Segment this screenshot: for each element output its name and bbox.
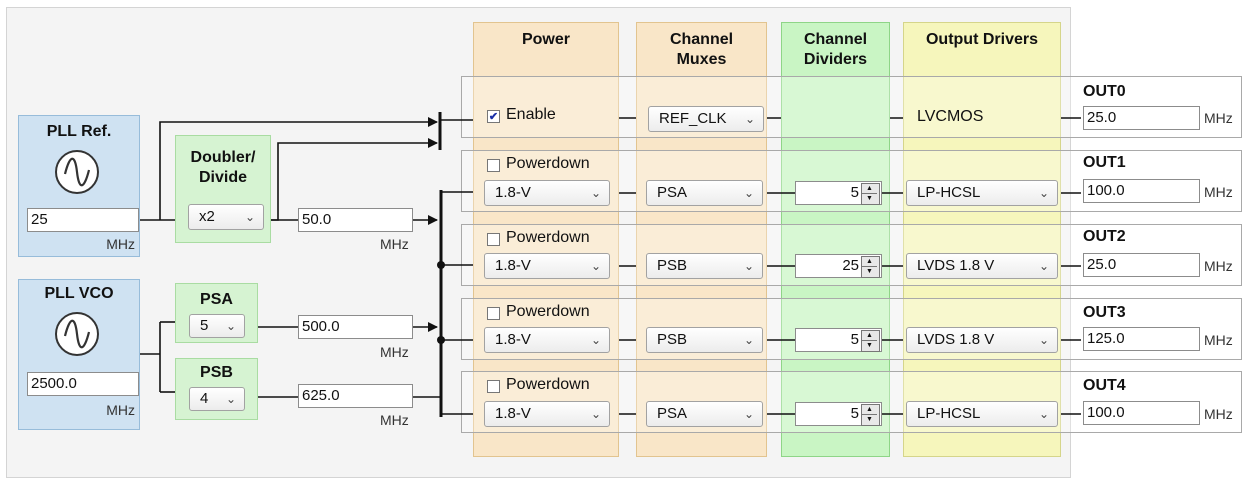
out1-mux-select[interactable]: PSA⌄ — [646, 180, 763, 206]
out4-unit: MHz — [1204, 406, 1233, 422]
spinner-arrows-icon[interactable]: ▲▼ — [861, 183, 880, 205]
out1-label: OUT1 — [1083, 154, 1126, 171]
out2-powerdown-checkbox[interactable] — [487, 233, 500, 246]
out2-power-select[interactable]: 1.8-V⌄ — [484, 253, 610, 279]
chevron-down-icon: ⌄ — [225, 392, 236, 406]
chevron-down-icon: ⌄ — [590, 259, 601, 273]
out2-powerdown-label: Powerdown — [506, 229, 590, 246]
out4-power-select[interactable]: 1.8-V⌄ — [484, 401, 610, 427]
out1-powerdown-label: Powerdown — [506, 155, 590, 172]
chevron-down-icon: ⌄ — [1038, 407, 1049, 421]
out0-frequency-input[interactable]: 25.0 — [1083, 106, 1200, 130]
psa-block: PSA 5⌄ — [175, 283, 258, 343]
out3-unit: MHz — [1204, 332, 1233, 348]
out3-label: OUT3 — [1083, 304, 1126, 321]
out0-enable-label: Enable — [506, 106, 556, 123]
out1-divider-spinner[interactable]: 5 ▲▼ — [795, 181, 882, 205]
doubler-output-unit: MHz — [380, 236, 409, 252]
pll-vco-title: PLL VCO — [44, 285, 114, 302]
out2-driver-select[interactable]: LVDS 1.8 V⌄ — [906, 253, 1058, 279]
pll-vco-unit: MHz — [106, 402, 135, 418]
out3-driver-select[interactable]: LVDS 1.8 V⌄ — [906, 327, 1058, 353]
sine-wave-icon — [55, 312, 99, 356]
psa-select[interactable]: 5⌄ — [189, 314, 245, 338]
chevron-down-icon: ⌄ — [244, 210, 255, 224]
out4-frequency-input[interactable]: 100.0 — [1083, 401, 1200, 425]
out3-mux-select[interactable]: PSB⌄ — [646, 327, 763, 353]
out3-frequency-input[interactable]: 125.0 — [1083, 327, 1200, 351]
out3-divider-spinner[interactable]: 5 ▲▼ — [795, 328, 882, 352]
psb-title: PSB — [200, 364, 233, 381]
sine-wave-icon — [55, 150, 99, 194]
pll-ref-unit: MHz — [106, 236, 135, 252]
spinner-arrows-icon[interactable]: ▲▼ — [861, 256, 880, 278]
psa-title: PSA — [200, 291, 233, 308]
out1-power-select[interactable]: 1.8-V⌄ — [484, 180, 610, 206]
out0-unit: MHz — [1204, 110, 1233, 126]
psb-output-unit: MHz — [380, 412, 409, 428]
chevron-down-icon: ⌄ — [1038, 333, 1049, 347]
out4-powerdown-label: Powerdown — [506, 376, 590, 393]
out0-label: OUT0 — [1083, 83, 1126, 100]
pll-vco-frequency-input[interactable]: 2500.0 — [27, 372, 139, 396]
chevron-down-icon: ⌄ — [590, 333, 601, 347]
out4-powerdown-checkbox[interactable] — [487, 380, 500, 393]
out1-unit: MHz — [1204, 184, 1233, 200]
chevron-down-icon: ⌄ — [743, 333, 754, 347]
doubler-select[interactable]: x2⌄ — [188, 204, 264, 230]
chevron-down-icon: ⌄ — [1038, 259, 1049, 273]
out0-mux-select[interactable]: REF_CLK⌄ — [648, 106, 764, 132]
out3-powerdown-label: Powerdown — [506, 303, 590, 320]
pll-ref-title: PLL Ref. — [46, 123, 112, 140]
chevron-down-icon: ⌄ — [590, 407, 601, 421]
out0-enable-checkbox[interactable]: ✔ — [487, 110, 500, 123]
out1-powerdown-checkbox[interactable] — [487, 159, 500, 172]
psb-block: PSB 4⌄ — [175, 358, 258, 420]
psa-output-field: 500.0 — [298, 315, 413, 339]
doubler-divide-block: Doubler/Divide x2⌄ — [175, 135, 271, 243]
channel-divider-column — [781, 22, 890, 457]
spinner-arrows-icon[interactable]: ▲▼ — [861, 330, 880, 352]
pll-ref-frequency-input[interactable]: 25 — [27, 208, 139, 232]
chevron-down-icon: ⌄ — [590, 186, 601, 200]
out4-label: OUT4 — [1083, 377, 1126, 394]
chevron-down-icon: ⌄ — [743, 259, 754, 273]
chevron-down-icon: ⌄ — [743, 186, 754, 200]
out3-power-select[interactable]: 1.8-V⌄ — [484, 327, 610, 353]
doubler-divide-title: Doubler/Divide — [190, 149, 256, 186]
chevron-down-icon: ⌄ — [744, 112, 755, 126]
out2-label: OUT2 — [1083, 228, 1126, 245]
out2-mux-select[interactable]: PSB⌄ — [646, 253, 763, 279]
output-driver-column — [903, 22, 1061, 457]
out2-frequency-input[interactable]: 25.0 — [1083, 253, 1200, 277]
out4-divider-spinner[interactable]: 5 ▲▼ — [795, 402, 882, 426]
out0-driver-label: LVCMOS — [917, 108, 984, 125]
psb-select[interactable]: 4⌄ — [189, 387, 245, 411]
psa-output-unit: MHz — [380, 344, 409, 360]
pll-ref-block: PLL Ref. 25 MHz — [18, 115, 140, 257]
chevron-down-icon: ⌄ — [225, 319, 236, 333]
out4-mux-select[interactable]: PSA⌄ — [646, 401, 763, 427]
out4-driver-select[interactable]: LP-HCSL⌄ — [906, 401, 1058, 427]
pll-vco-block: PLL VCO 2500.0 MHz — [18, 279, 140, 430]
out2-unit: MHz — [1204, 258, 1233, 274]
out2-divider-spinner[interactable]: 25 ▲▼ — [795, 254, 882, 278]
out1-frequency-input[interactable]: 100.0 — [1083, 179, 1200, 203]
chevron-down-icon: ⌄ — [743, 407, 754, 421]
out3-powerdown-checkbox[interactable] — [487, 307, 500, 320]
chevron-down-icon: ⌄ — [1038, 186, 1049, 200]
output-driver-column-header: Output Drivers — [925, 31, 1038, 48]
psb-output-field: 625.0 — [298, 384, 413, 408]
power-column-header: Power — [521, 31, 570, 48]
channel-mux-column — [636, 22, 767, 457]
out1-driver-select[interactable]: LP-HCSL⌄ — [906, 180, 1058, 206]
spinner-arrows-icon[interactable]: ▲▼ — [861, 404, 880, 426]
doubler-output-field: 50.0 — [298, 208, 413, 232]
